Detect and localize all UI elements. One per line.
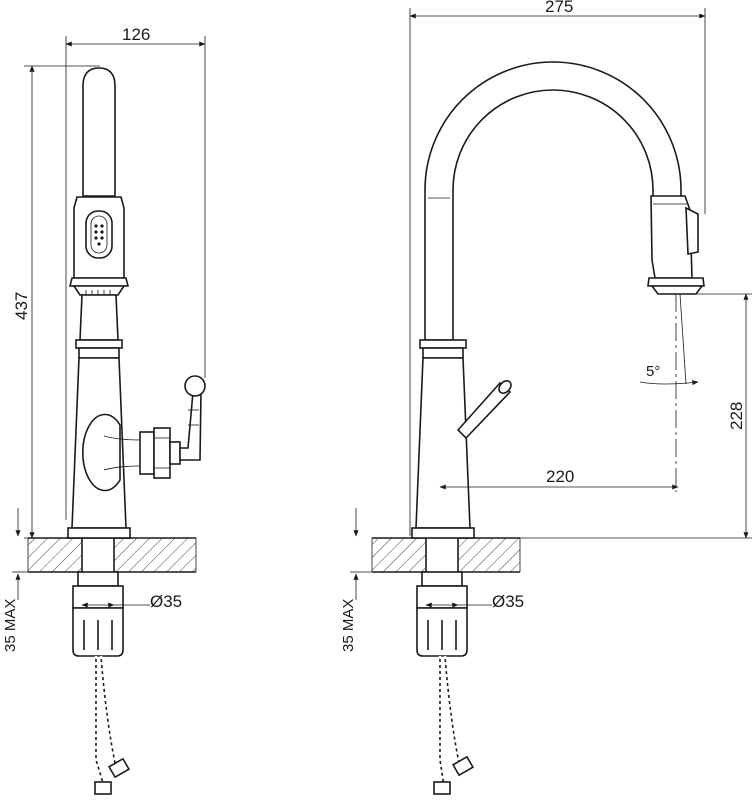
side-mounting-label: 35 MAX	[340, 599, 357, 652]
front-countertop	[27, 537, 197, 573]
side-dimensions	[350, 8, 752, 608]
side-reach-label: 220	[546, 467, 574, 486]
front-hose-diameter-label: Ø35	[150, 592, 182, 611]
front-dimensions	[12, 36, 206, 608]
front-view: 126 437 Ø35 35 MAX	[2, 25, 206, 795]
side-width-label: 275	[545, 0, 573, 16]
side-countertop	[371, 537, 752, 573]
side-angle-label: 5°	[646, 363, 660, 380]
side-under-counter	[416, 571, 475, 795]
front-mounting-label: 35 MAX	[2, 599, 19, 652]
side-view: 275 228 220 5° Ø35 35 MAX	[340, 0, 752, 795]
side-hose-diameter-label: Ø35	[492, 592, 524, 611]
front-width-label: 126	[122, 25, 150, 44]
front-height-label: 437	[12, 292, 31, 320]
side-spout-height-label: 228	[727, 402, 746, 430]
front-faucet-body	[67, 67, 206, 539]
